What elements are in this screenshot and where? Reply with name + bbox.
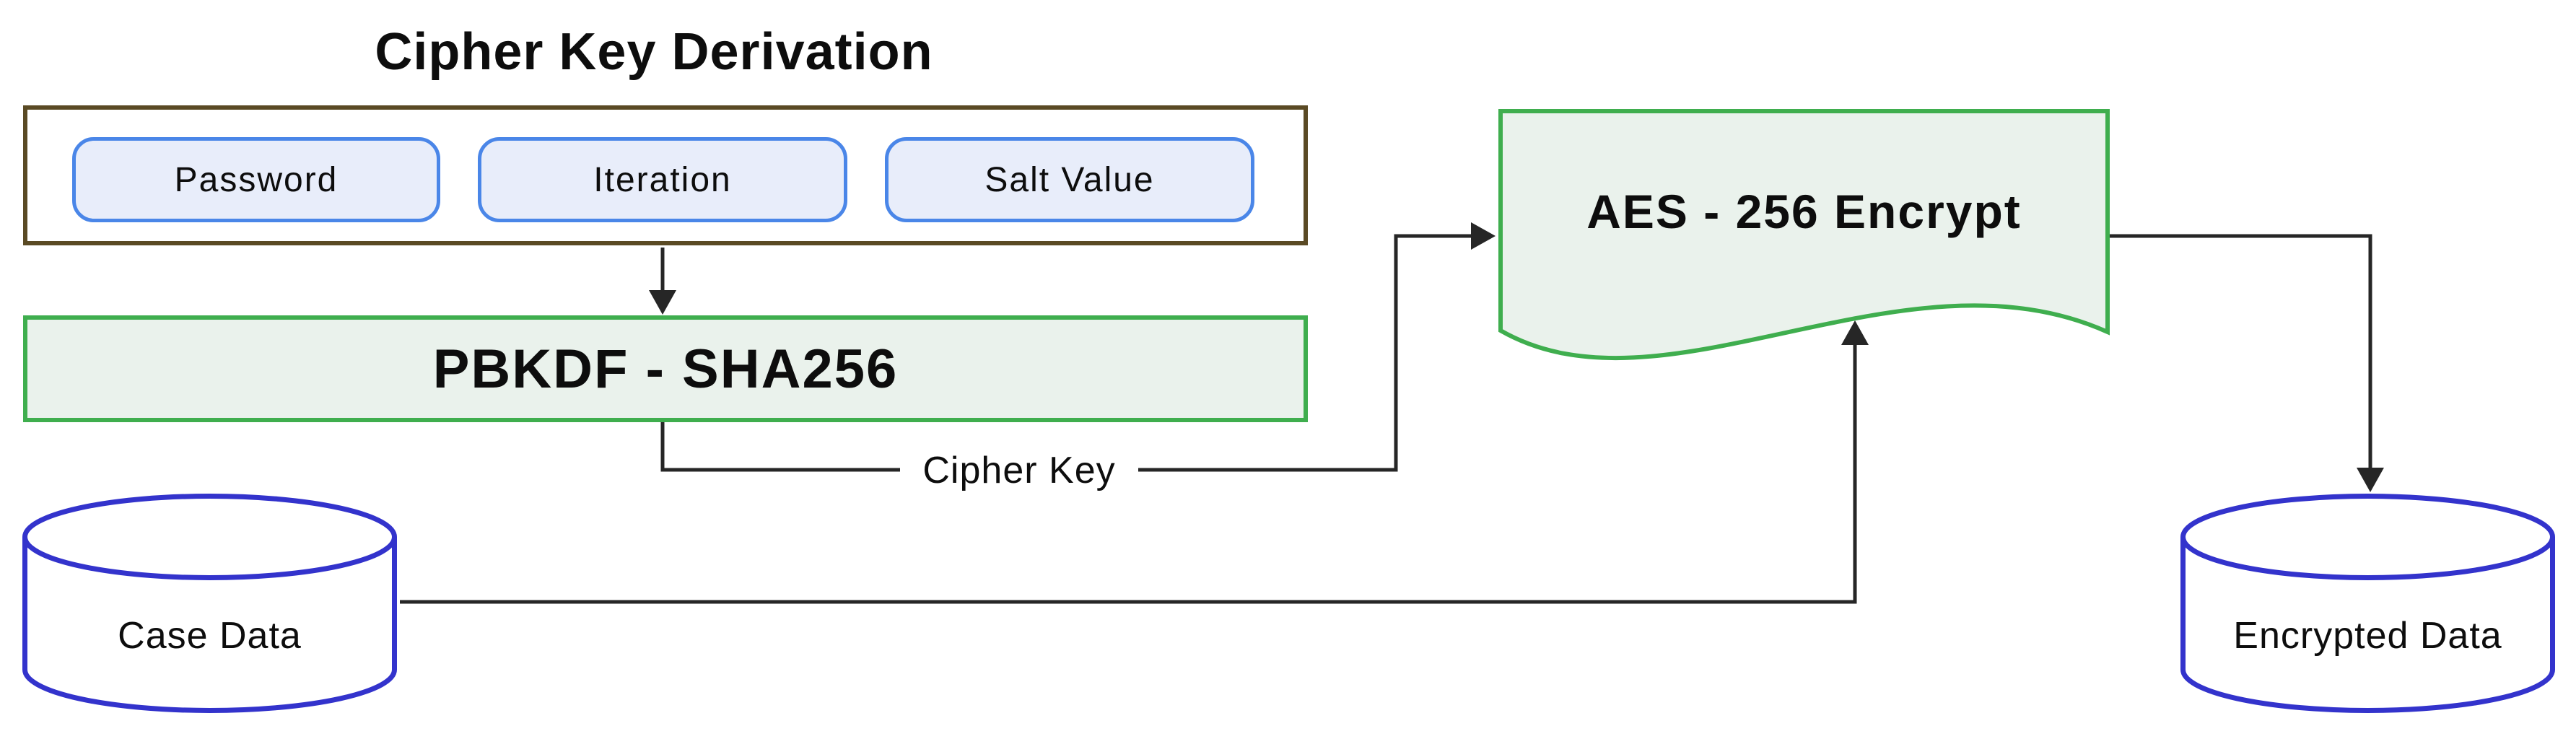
node-iteration: Iteration: [478, 137, 847, 222]
node-case-data: Case Data: [22, 493, 398, 714]
connector-encrypt-to-encrypteddata: [2108, 234, 2384, 492]
node-case-data-label: Case Data: [118, 614, 302, 657]
node-salt-value: Salt Value: [885, 137, 1254, 222]
node-pbkdf-sha256: PBKDF - SHA256: [23, 315, 1308, 422]
node-aes-256-encrypt-label: AES - 256 Encrypt: [1586, 185, 2022, 238]
node-password: Password: [72, 137, 440, 222]
document-shape: [1498, 109, 2110, 361]
database-cylinder-shape: [22, 494, 397, 713]
key-inputs-group-box: Password Iteration Salt Value: [23, 105, 1308, 245]
node-aes-256-encrypt: AES - 256 Encrypt: [1498, 107, 2110, 375]
connector-inputs-to-kdf: [649, 248, 676, 315]
edge-label-cipher-key: Cipher Key: [900, 436, 1138, 505]
node-encrypted-data: Encrypted Data: [2180, 493, 2556, 714]
diagram-title: Cipher Key Derivation: [375, 23, 933, 81]
database-cylinder-shape: [2180, 494, 2555, 713]
node-encrypted-data-label: Encrypted Data: [2233, 614, 2502, 657]
